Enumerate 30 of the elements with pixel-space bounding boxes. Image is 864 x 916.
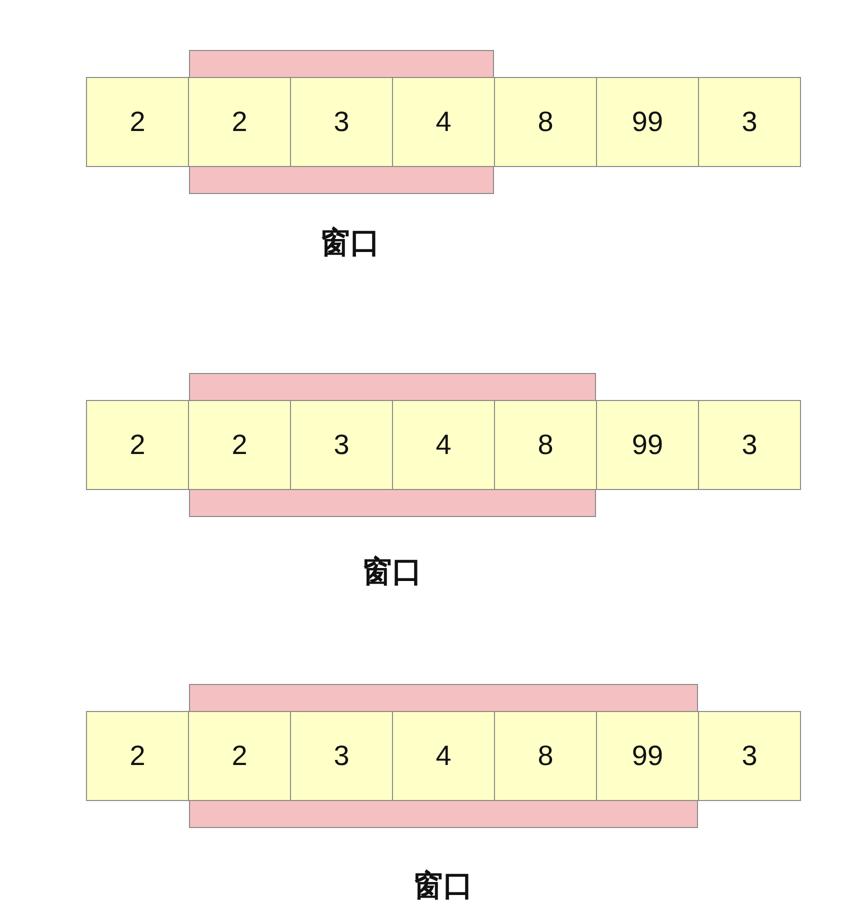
array-cell: 3 bbox=[290, 77, 393, 167]
array-cell: 4 bbox=[392, 400, 495, 490]
array-cell: 2 bbox=[86, 711, 189, 801]
window-bar bbox=[189, 166, 494, 194]
array-cell: 8 bbox=[494, 711, 597, 801]
array-cell: 2 bbox=[188, 400, 291, 490]
window-label: 窗口 bbox=[413, 868, 473, 904]
array-cell: 99 bbox=[596, 711, 699, 801]
window-bar bbox=[189, 373, 596, 401]
array-cell: 3 bbox=[290, 400, 393, 490]
array-cell: 8 bbox=[494, 77, 597, 167]
array-cell: 2 bbox=[188, 77, 291, 167]
array-cell: 2 bbox=[86, 77, 189, 167]
array-cell: 4 bbox=[392, 711, 495, 801]
array-cell: 99 bbox=[596, 77, 699, 167]
array-cell: 8 bbox=[494, 400, 597, 490]
window-bar bbox=[189, 489, 596, 517]
array-cell: 99 bbox=[596, 400, 699, 490]
window-bar bbox=[189, 50, 494, 78]
window-label: 窗口 bbox=[320, 225, 380, 262]
array-cell: 2 bbox=[188, 711, 291, 801]
array-cell: 3 bbox=[698, 77, 801, 167]
array-cell: 4 bbox=[392, 77, 495, 167]
array-cell: 3 bbox=[698, 400, 801, 490]
window-bar bbox=[189, 800, 698, 828]
window-label: 窗口 bbox=[362, 554, 422, 590]
array-cell: 2 bbox=[86, 400, 189, 490]
window-bar bbox=[189, 684, 698, 712]
array-cell: 3 bbox=[698, 711, 801, 801]
array-cell: 3 bbox=[290, 711, 393, 801]
